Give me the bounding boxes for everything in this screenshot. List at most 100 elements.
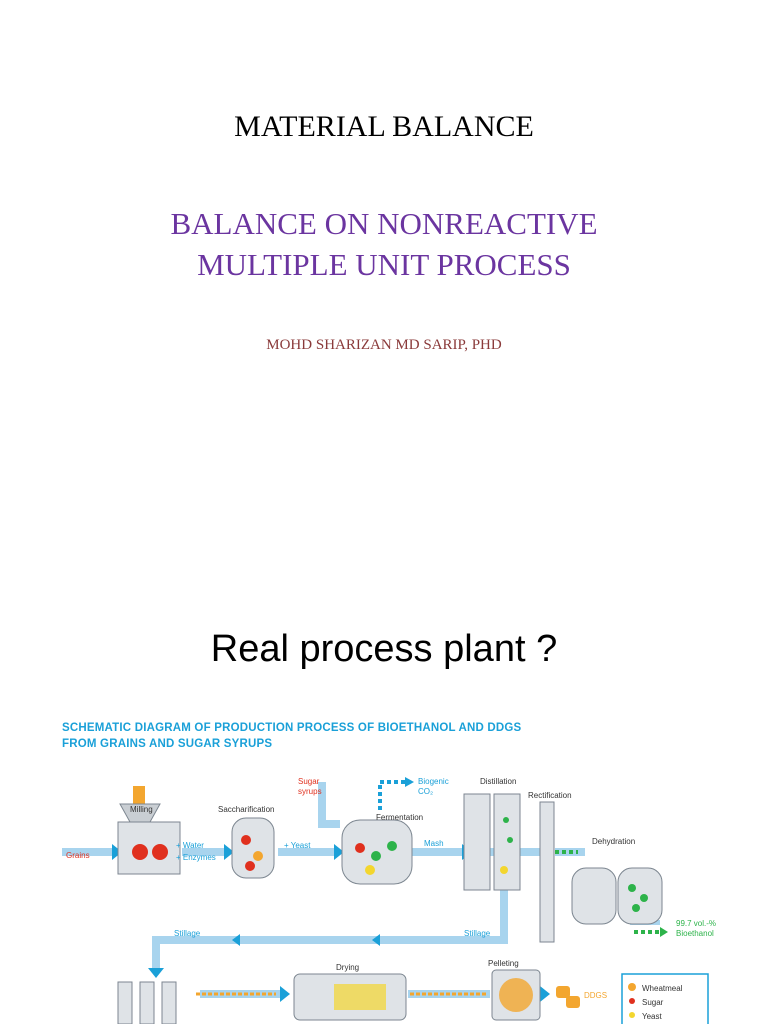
pipe-sacch-out bbox=[278, 848, 334, 856]
legend-yeast: Yeast bbox=[642, 1012, 663, 1021]
dehyd-dot-1 bbox=[628, 884, 636, 892]
arrow-stillage-left-1 bbox=[232, 934, 240, 946]
legend-box bbox=[621, 973, 709, 1024]
co2-arrow bbox=[405, 777, 414, 787]
sacch-body bbox=[231, 817, 275, 879]
sacch-dot-3 bbox=[245, 861, 255, 871]
arrow-stillage-left-2 bbox=[372, 934, 380, 946]
label-sugar-2: syrups bbox=[298, 787, 322, 796]
distill-col-2 bbox=[493, 793, 521, 891]
title-slide: MATERIAL BALANCE BALANCE ON NONREACTIVE … bbox=[0, 110, 768, 353]
diagram-labels: Grains Milling + Water + Enzymes Sacchar… bbox=[66, 777, 716, 1000]
drying-drum bbox=[293, 973, 407, 1021]
process-diagram: Wheatmeal Sugar Yeast Grains Milling + W… bbox=[62, 777, 716, 1024]
arrow-grains bbox=[112, 844, 122, 860]
label-yeast-add: + Yeast bbox=[284, 841, 311, 850]
diagram-title-line-2: FROM GRAINS AND SUGAR SYRUPS bbox=[62, 738, 273, 750]
arrow-stillage-drop bbox=[148, 968, 164, 978]
pipe-mash bbox=[412, 848, 462, 856]
legend-sugar-swatch bbox=[629, 998, 635, 1004]
label-biogenic-2: CO₂ bbox=[418, 787, 433, 796]
arrow-drying bbox=[280, 986, 290, 1002]
author-name: MOHD SHARIZAN MD SARIP, PHD bbox=[266, 337, 502, 353]
evaporator-columns bbox=[117, 981, 177, 1024]
label-rectification: Rectification bbox=[528, 791, 572, 800]
milling-roller-2 bbox=[152, 844, 168, 860]
fermentation-tank bbox=[341, 819, 413, 885]
arrow-sacch bbox=[224, 844, 234, 860]
milling-roller-1 bbox=[132, 844, 148, 860]
subtitle-line-2: MULTIPLE UNIT PROCESS bbox=[197, 247, 571, 282]
milling-unit bbox=[117, 786, 181, 875]
legend-sugar: Sugar bbox=[642, 998, 664, 1007]
ferment-dot-1 bbox=[355, 843, 365, 853]
drying-content bbox=[334, 984, 386, 1010]
pellet-die bbox=[499, 978, 533, 1012]
distill-dot-1 bbox=[503, 817, 509, 823]
dehyd-dot-3 bbox=[632, 904, 640, 912]
evap-col-3 bbox=[161, 981, 177, 1024]
pipe-stillage bbox=[152, 936, 508, 944]
slide-title: MATERIAL BALANCE bbox=[234, 110, 534, 143]
evap-col-1 bbox=[117, 981, 133, 1024]
legend: Wheatmeal Sugar Yeast bbox=[621, 973, 709, 1024]
evap-col-2 bbox=[139, 981, 155, 1024]
ddgs-pellet-2 bbox=[566, 996, 580, 1008]
label-stillage-2: Stillage bbox=[464, 929, 491, 938]
diagram-title-line-1: SCHEMATIC DIAGRAM OF PRODUCTION PROCESS … bbox=[62, 722, 522, 734]
label-ddgs: DDGS bbox=[584, 991, 607, 1000]
label-pelleting: Pelleting bbox=[488, 959, 519, 968]
sacch-dot-1 bbox=[241, 835, 251, 845]
diagram-title: SCHEMATIC DIAGRAM OF PRODUCTION PROCESS … bbox=[62, 720, 521, 752]
rectification-column bbox=[539, 801, 555, 943]
label-vol: 99.7 vol.-% bbox=[676, 919, 716, 928]
legend-wheatmeal-swatch bbox=[628, 983, 636, 991]
label-dehydration: Dehydration bbox=[592, 837, 635, 846]
dehyd-tank-2 bbox=[617, 867, 663, 925]
legend-yeast-swatch bbox=[629, 1012, 635, 1018]
label-water: + Water bbox=[176, 841, 204, 850]
pipe-milling-out bbox=[182, 848, 224, 856]
slide-subtitle: BALANCE ON NONREACTIVE MULTIPLE UNIT PRO… bbox=[0, 203, 768, 285]
legend-wheatmeal: Wheatmeal bbox=[642, 984, 683, 993]
arrow-ddgs bbox=[540, 986, 550, 1002]
label-stillage-1: Stillage bbox=[174, 929, 201, 938]
subtitle-line-1: BALANCE ON NONREACTIVE bbox=[170, 206, 598, 241]
saccharification-tank bbox=[231, 817, 275, 879]
label-milling: Milling bbox=[130, 805, 153, 814]
pelleting-unit bbox=[491, 969, 541, 1021]
label-sugar-1: Sugar bbox=[298, 777, 320, 786]
label-distillation: Distillation bbox=[480, 777, 516, 786]
distill-dot-2 bbox=[507, 837, 513, 843]
ferment-dot-4 bbox=[365, 865, 375, 875]
label-grains: Grains bbox=[66, 851, 90, 860]
pipe-grains bbox=[62, 848, 112, 856]
bioethanol-arrow bbox=[660, 927, 668, 937]
label-drying: Drying bbox=[336, 963, 359, 972]
ddgs-product bbox=[556, 986, 580, 1008]
distillation-column bbox=[463, 793, 521, 891]
pipe-stillage-down bbox=[500, 890, 508, 936]
label-mash: Mash bbox=[424, 839, 444, 848]
slide2-title: Real process plant ? bbox=[210, 628, 558, 670]
pipe-stillage-drop bbox=[152, 936, 160, 968]
distill-col-1 bbox=[463, 793, 491, 891]
ferment-dot-2 bbox=[371, 851, 381, 861]
label-enzymes: + Enzymes bbox=[176, 853, 216, 862]
label-bioethanol: Bioethanol bbox=[676, 929, 714, 938]
ferment-dot-3 bbox=[387, 841, 397, 851]
sacch-dot-2 bbox=[253, 851, 263, 861]
ddgs-pellet-1 bbox=[556, 986, 570, 998]
dotted-flows bbox=[196, 777, 668, 996]
arrow-ferment bbox=[334, 844, 344, 860]
milling-hopper bbox=[133, 786, 145, 804]
label-saccharification: Saccharification bbox=[218, 805, 274, 814]
milling-body bbox=[117, 821, 181, 875]
dehyd-tank-1 bbox=[571, 867, 617, 925]
pipe-sugar bbox=[318, 782, 326, 828]
dehyd-dot-2 bbox=[640, 894, 648, 902]
rect-col bbox=[539, 801, 555, 943]
label-biogenic-1: Biogenic bbox=[418, 777, 449, 786]
label-fermentation: Fermentation bbox=[376, 813, 423, 822]
dehydration-units bbox=[571, 867, 663, 925]
